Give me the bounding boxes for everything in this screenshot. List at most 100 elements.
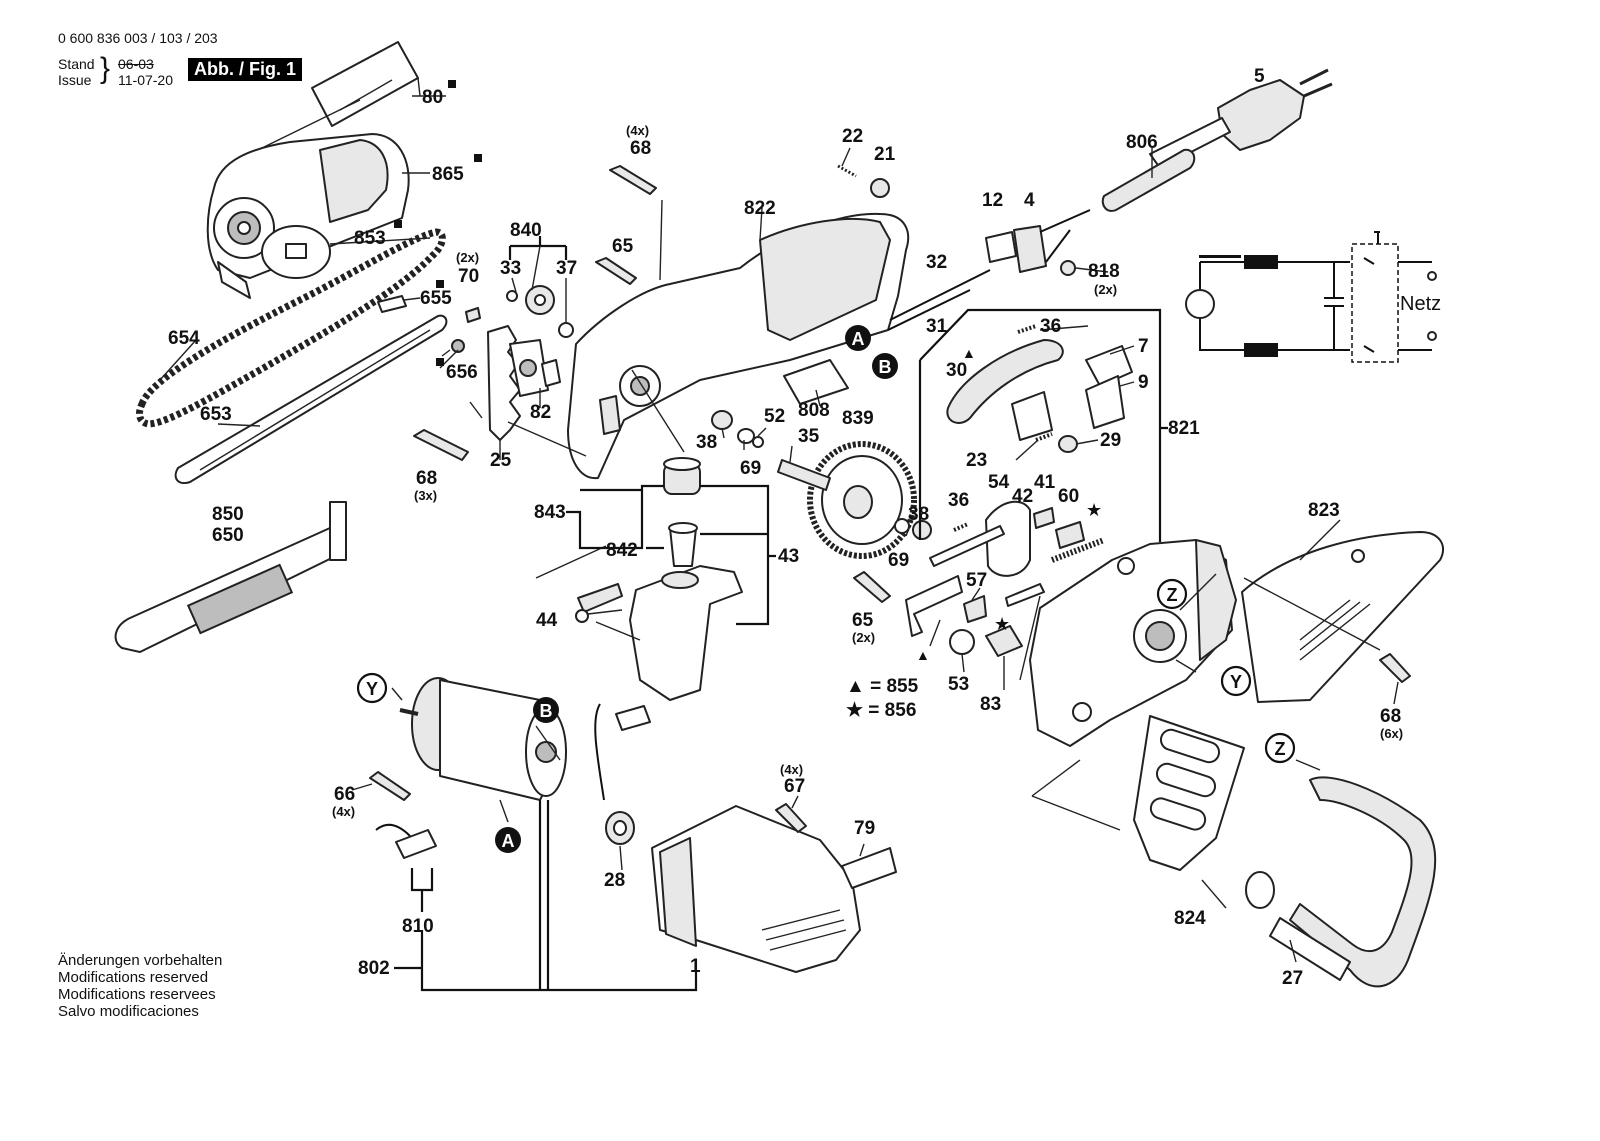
label-36b: 36 — [948, 490, 969, 511]
label-12: 12 — [982, 190, 1003, 211]
label-28: 28 — [604, 870, 625, 891]
callout-y-right: Y — [1220, 665, 1252, 697]
label-36a: 36 — [1040, 316, 1061, 337]
label-33: 33 — [500, 258, 521, 279]
label-44: 44 — [536, 610, 558, 631]
label-654: 654 — [168, 328, 200, 349]
label-853: 853 — [354, 228, 386, 249]
screw-68-top — [609, 165, 657, 195]
label-23: 23 — [966, 450, 987, 471]
label-38b: 38 — [908, 504, 929, 525]
issue-value: 11-07-20 — [118, 72, 174, 88]
stand-value: 06-03 — [118, 56, 154, 72]
callout-y-left: Y — [356, 672, 388, 704]
part-822-housing-half — [567, 212, 910, 480]
qty-68b: (4x) — [626, 123, 649, 138]
label-41: 41 — [1034, 472, 1056, 493]
parts-53-57-83-links — [905, 525, 1045, 657]
label-43: 43 — [778, 546, 799, 567]
part-66-screw — [369, 771, 411, 801]
label-656: 656 — [446, 362, 478, 383]
stand-label: Stand — [58, 56, 95, 72]
screw-68-right — [1379, 653, 1411, 683]
label-52: 52 — [764, 406, 785, 427]
label-80: 80 — [422, 87, 443, 108]
part-843-oil-cap — [663, 457, 701, 495]
part-656-bolt — [441, 339, 465, 357]
qty-70: (2x) — [456, 250, 479, 265]
label-31: 31 — [926, 316, 948, 337]
label-822: 822 — [744, 198, 776, 219]
markers: ▲ ▲ ★ ★ — [916, 345, 1102, 663]
brace-symbol: } — [100, 52, 111, 85]
disclaimer-notes: Änderungen vorbehalten Modifications res… — [58, 952, 222, 1020]
part-30-cable-clip — [946, 339, 1064, 424]
label-79: 79 — [854, 818, 875, 839]
label-27: 27 — [1282, 968, 1303, 989]
label-821: 821 — [1168, 418, 1200, 439]
part-842-oil-filter — [668, 522, 698, 567]
bracket-843-842-43 — [566, 484, 776, 626]
part-839-gear — [807, 441, 917, 559]
screw-65-top — [595, 257, 637, 285]
label-29: 29 — [1100, 430, 1121, 451]
svg-text:B: B — [879, 357, 892, 377]
label-9: 9 — [1138, 372, 1149, 393]
part-865-sprocket-cover — [206, 133, 410, 299]
label-806: 806 — [1126, 132, 1158, 153]
label-7: 7 — [1138, 336, 1149, 357]
qty-65b: (2x) — [852, 630, 875, 645]
label-38a: 38 — [696, 432, 717, 453]
part-806-cable-sleeve — [1101, 148, 1196, 212]
qty-68a: (3x) — [414, 488, 437, 503]
part-12-4-switch — [985, 209, 1091, 276]
callout-a-upper: A — [845, 325, 871, 351]
label-22: 22 — [842, 126, 863, 147]
label-68b: 68 — [630, 138, 651, 159]
parts-31-32-wires — [887, 269, 991, 331]
svg-text:Z: Z — [1275, 739, 1286, 759]
svg-text:▲: ▲ — [916, 647, 930, 663]
part-853-washer — [261, 225, 331, 279]
label-1: 1 — [690, 956, 701, 977]
part-54-brake-band — [985, 500, 1031, 577]
part-655-bar-plate — [377, 295, 407, 313]
callout-b-lower: B — [533, 697, 559, 723]
part-5-plug — [1149, 68, 1333, 169]
leader-lines — [159, 95, 1399, 963]
legend-triangle: ▲ = 855 — [846, 676, 919, 697]
part-44-oil-pump — [575, 583, 623, 623]
svg-text:▲: ▲ — [962, 345, 976, 361]
part-28-bearing — [605, 811, 635, 845]
label-35: 35 — [798, 426, 820, 447]
part-79-label — [841, 847, 897, 889]
label-5: 5 — [1254, 66, 1265, 87]
part-802-motor-armature — [399, 677, 567, 801]
label-82: 82 — [530, 402, 551, 423]
qty-67: (4x) — [780, 762, 803, 777]
part-82-adjuster — [509, 339, 561, 397]
note-french: Modifications reservees — [58, 986, 216, 1003]
label-69a: 69 — [740, 458, 761, 479]
screw-68-left — [413, 429, 469, 461]
label-37: 37 — [556, 258, 577, 279]
label-60: 60 — [1058, 486, 1079, 507]
svg-text:Y: Y — [1230, 672, 1242, 692]
label-25: 25 — [490, 450, 512, 471]
part-7-9-brackets — [1011, 345, 1133, 441]
label-655: 655 — [420, 288, 452, 309]
screw-67 — [775, 803, 807, 833]
part-35-shaft — [777, 459, 831, 491]
bracket-810-802 — [394, 800, 698, 992]
bracket-821 — [918, 308, 1168, 542]
callout-z-center: Z — [1156, 578, 1188, 610]
part-21-22-spring-nut — [837, 164, 890, 198]
part-43-oil-tank — [629, 565, 743, 701]
part-80-label-card — [311, 41, 421, 127]
svg-text:Y: Y — [366, 679, 378, 699]
part-650-bar-sheath — [114, 501, 347, 653]
qty-68c: (6x) — [1380, 726, 1403, 741]
label-21: 21 — [874, 144, 896, 165]
parts-41-42-60-levers — [1033, 507, 1106, 563]
